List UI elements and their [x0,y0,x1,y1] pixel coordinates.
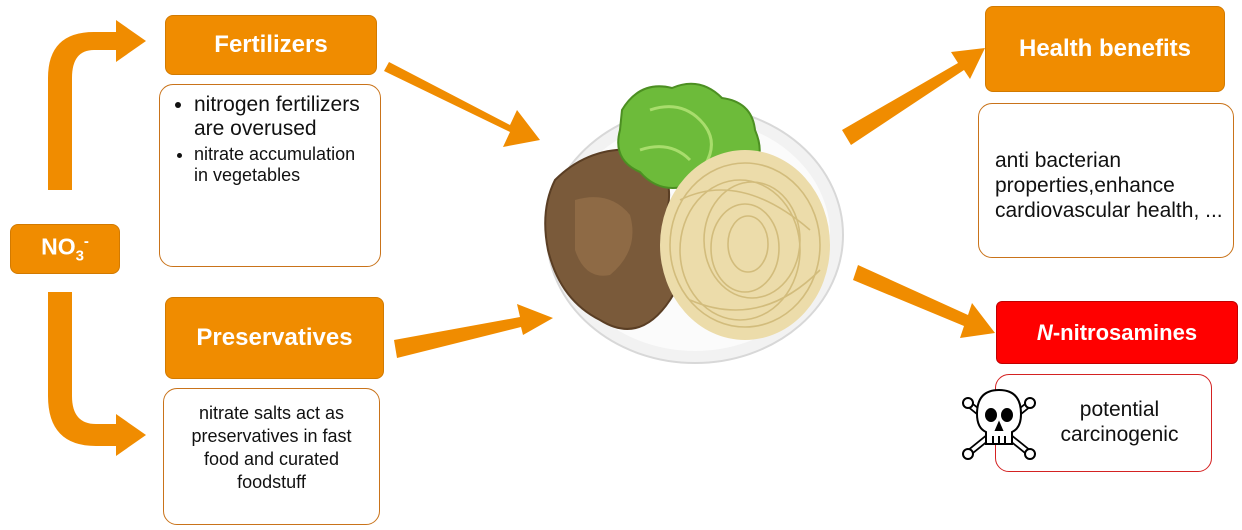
nitrosamines-title: N-nitrosamines [1036,319,1198,345]
nitrate-label: NO3- [41,233,89,265]
fertilizers-box: Fertilizers [165,15,377,75]
preservatives-title: Preservatives [196,324,353,351]
health-benefits-details-box: anti bacterian properties,enhance cardio… [978,103,1234,258]
arrow-fertilizers-to-plate [384,62,540,147]
arrow-preservatives-to-plate [394,304,553,358]
arrow-plate-to-health [842,48,985,145]
nitrate-source-box: NO3- [10,224,120,274]
arrow-plate-to-nitrosamines [853,265,995,338]
health-benefits-title: Health benefits [1018,35,1192,62]
nitrosamines-box: N-nitrosamines [996,301,1238,364]
fertilizers-details-box: nitrogen fertilizers are overused nitrat… [159,84,381,267]
arrow-no3-to-fertilizers [48,20,146,190]
preservatives-box: Preservatives [165,297,384,379]
health-benefits-description: anti bacterian properties,enhance cardio… [995,149,1223,222]
arrow-no3-to-preservatives [48,292,146,456]
fertilizers-bullet-list: nitrogen fertilizers are overused nitrat… [174,93,370,186]
preservatives-details-box: nitrate salts act as preservatives in fa… [163,388,380,525]
list-item: nitrate accumulation in vegetables [194,144,370,186]
health-benefits-box: Health benefits [985,6,1225,92]
nitrosamines-description: potential carcinogenic [1060,398,1179,446]
list-item: nitrogen fertilizers are overused [194,93,370,141]
fertilizers-title: Fertilizers [214,31,328,58]
preservatives-description: nitrate salts act as preservatives in fa… [191,403,352,492]
